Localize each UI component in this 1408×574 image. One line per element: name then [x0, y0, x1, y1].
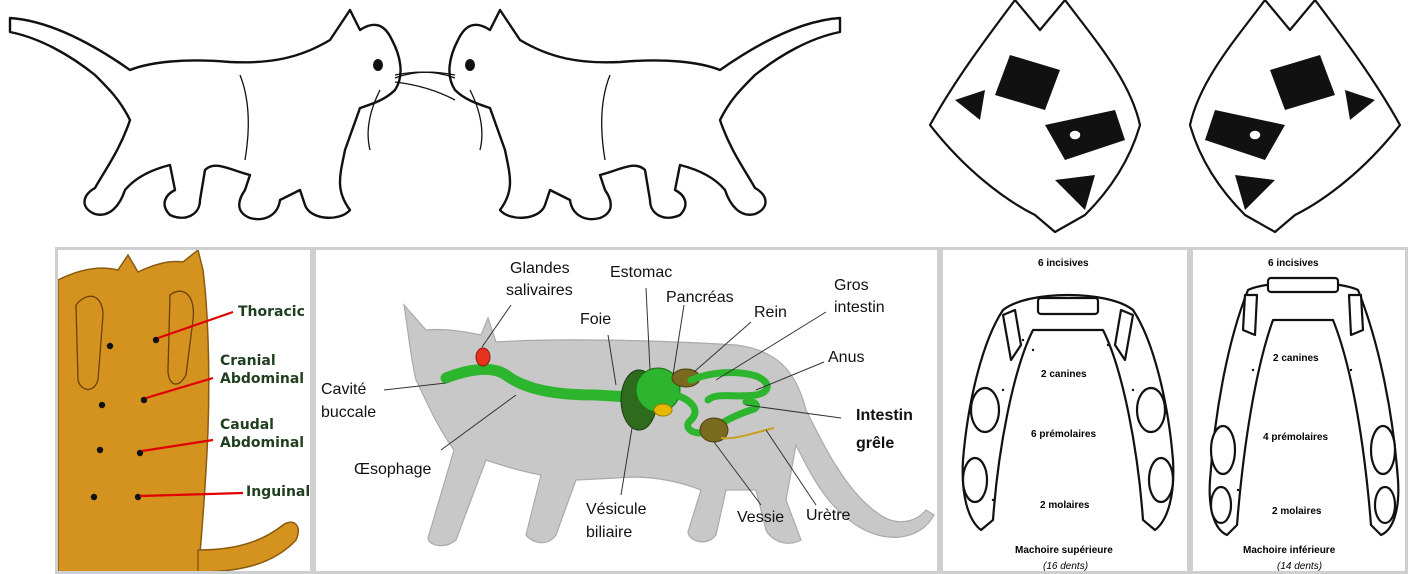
upper-jaw-panel: 6 incisives 2 canines 6 prémolaires 2 mo…	[940, 247, 1190, 574]
digestive-panel: Glandes salivaires Estomac Pancréas Gros…	[313, 247, 940, 574]
lower-premolars-label: 4 prémolaires	[1263, 432, 1328, 443]
kittens-illustration	[0, 0, 860, 235]
salivary-gland	[476, 348, 490, 366]
label-foie: Foie	[580, 310, 611, 330]
label-gros: Gros	[834, 276, 869, 296]
label-caudal: Caudal	[220, 416, 274, 434]
label-biliaire: biliaire	[586, 523, 632, 543]
orange-cat-tail	[198, 522, 298, 572]
label-thoracic: Thoracic	[238, 303, 305, 321]
label-buccale: buccale	[321, 403, 376, 423]
label-cranial-abdominal: Abdominal	[220, 370, 304, 388]
label-vesicule: Vésicule	[586, 500, 646, 520]
upper-canines-label: 2 canines	[1041, 369, 1087, 380]
label-cavite: Cavité	[321, 380, 366, 400]
gallbladder	[654, 404, 672, 416]
nipples-panel: Thoracic Cranial Abdominal Caudal Abdomi…	[55, 247, 313, 574]
label-vessie: Vessie	[737, 508, 784, 528]
lower-jaw-panel: 6 incisives 2 canines 4 prémolaires 2 mo…	[1190, 247, 1408, 574]
lower-canines-label: 2 canines	[1273, 353, 1319, 364]
upper-premolars-label: 6 prémolaires	[1031, 429, 1096, 440]
lower-jaw-arch	[1210, 283, 1399, 536]
upper-jaw-title: Machoire supérieure	[1015, 545, 1113, 556]
cat-heads-illustration	[925, 0, 1405, 235]
label-cranial: Cranial	[220, 352, 276, 370]
lower-incisors-label: 6 incisives	[1268, 258, 1319, 269]
label-glandes: Glandes	[510, 259, 570, 279]
lower-jaw-count: (14 dents)	[1277, 561, 1322, 572]
label-caudal-abdominal: Abdominal	[220, 434, 304, 452]
left-kitten	[10, 10, 401, 219]
label-inguinal: Inguinal	[246, 483, 310, 501]
label-intestin-gros: intestin	[834, 298, 885, 318]
lower-molars-label: 2 molaires	[1272, 506, 1321, 517]
label-estomac: Estomac	[610, 263, 672, 283]
label-intestin: Intestin	[856, 406, 913, 426]
label-grele: grêle	[856, 434, 894, 454]
label-anus: Anus	[828, 348, 864, 368]
label-uretre: Urètre	[806, 506, 850, 526]
upper-incisors-label: 6 incisives	[1038, 258, 1089, 269]
label-oesophage: Œsophage	[354, 460, 431, 480]
upper-jaw-count: (16 dents)	[1043, 561, 1088, 572]
upper-molars-label: 2 molaires	[1040, 500, 1089, 511]
label-pancreas: Pancréas	[666, 288, 734, 308]
orange-cat-body	[58, 250, 209, 574]
right-kitten	[449, 10, 840, 219]
label-rein: Rein	[754, 303, 787, 323]
lower-jaw-title: Machoire inférieure	[1243, 545, 1335, 556]
label-salivaires: salivaires	[506, 281, 573, 301]
grey-cat-silhouette	[404, 305, 934, 546]
